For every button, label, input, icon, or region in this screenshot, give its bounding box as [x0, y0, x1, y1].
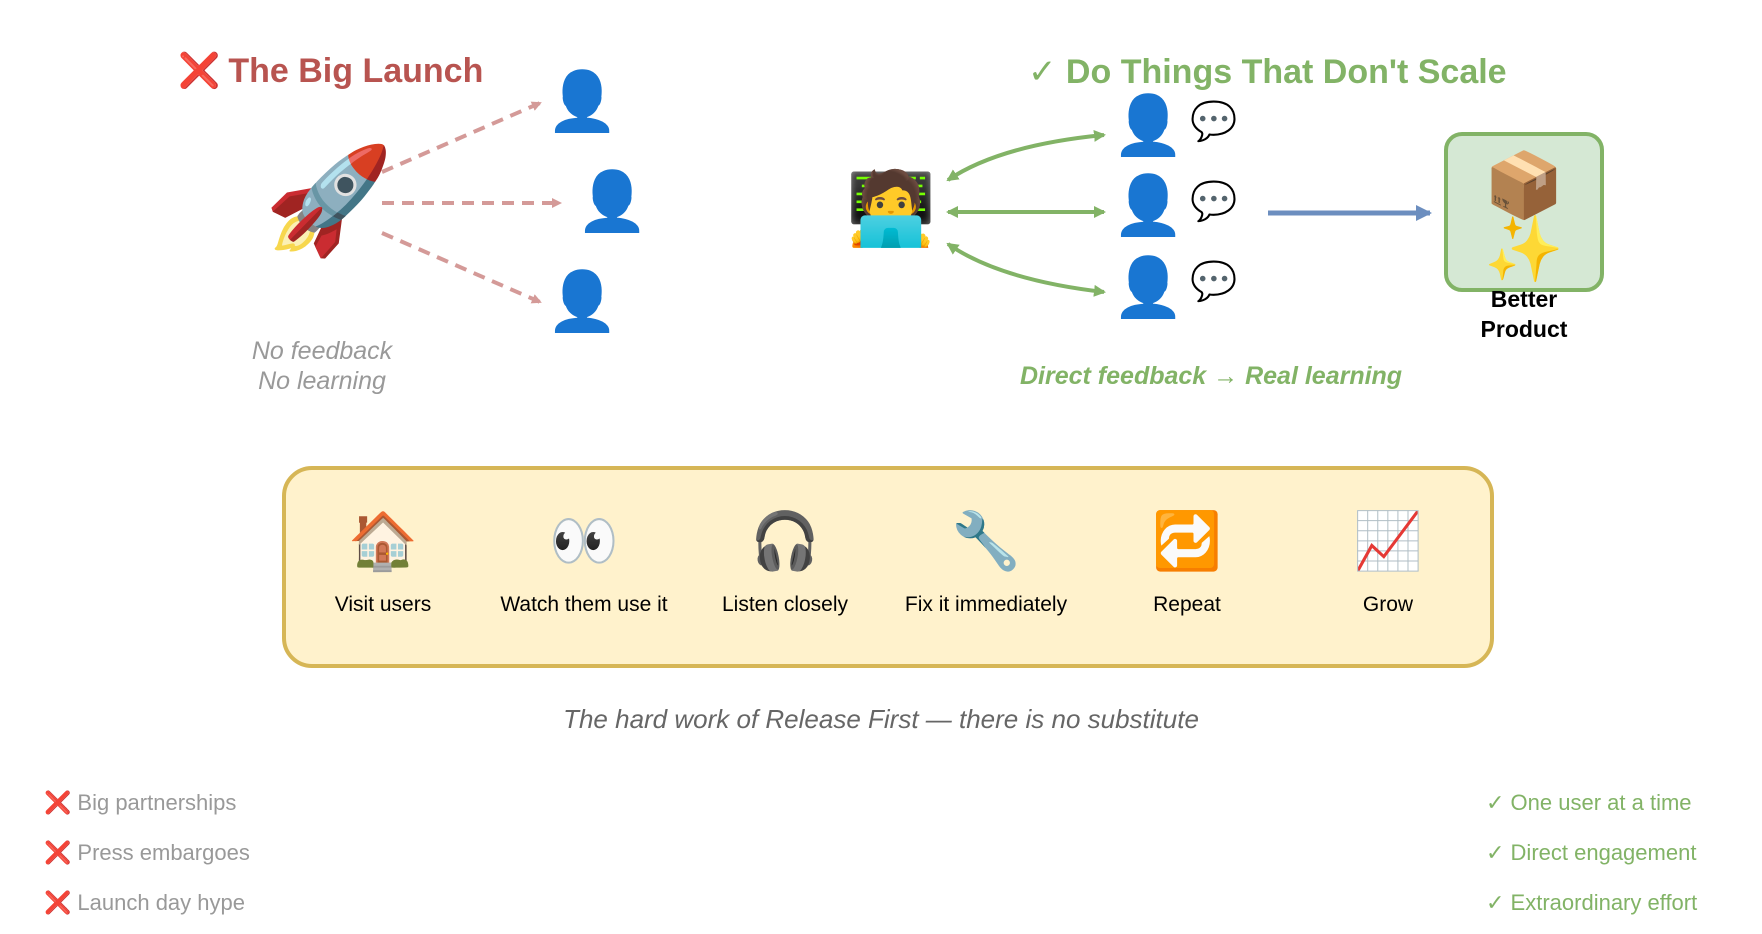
launch-arrow-top: [381, 101, 542, 174]
rocket-icon: 🚀: [264, 139, 394, 261]
process-step-label: Listen closely: [721, 593, 849, 616]
big-launch-title: ❌The Big Launch: [178, 52, 483, 91]
process-step-icon: 🔧: [951, 509, 1021, 574]
process-step: 📈Grow: [1303, 514, 1473, 632]
process-step-label: Grow: [1362, 593, 1414, 616]
better-product-label-line2: Product: [1480, 316, 1568, 342]
user-icon: 👤: [546, 67, 619, 135]
package-sparkles-icon: 📦✨: [1484, 149, 1564, 287]
process-step-label: Visit users: [334, 593, 432, 616]
big-launch-title-text: The Big Launch: [228, 52, 484, 90]
bad-list-item: ❌Press embargoes: [44, 840, 250, 866]
user-icon: 👤: [576, 167, 649, 235]
do-things-title: ✓ Do Things That Don't Scale: [1028, 53, 1507, 91]
tagline: The hard work of Release First — there i…: [563, 704, 1199, 734]
process-step: 🔧Fix it immediately: [901, 514, 1071, 632]
process-step-label: Watch them use it: [500, 593, 668, 616]
bad-list-item-text: Press embargoes: [77, 840, 250, 865]
launch-caption: No feedback No learning: [222, 336, 422, 396]
process-step-icon: 🏠: [348, 509, 418, 574]
bad-list-item: ❌Big partnerships: [44, 790, 236, 816]
user-icon: 👤: [1112, 91, 1185, 159]
speech-bubble-icon: 💬: [1190, 99, 1238, 143]
user-icon: 👤: [1112, 253, 1185, 321]
process-step-icon: 🔁: [1152, 509, 1222, 574]
founder-laptop-icon: 🧑‍💻: [846, 166, 936, 250]
process-step-label: Fix it immediately: [904, 593, 1068, 616]
user-icon: 👤: [546, 267, 619, 335]
process-step: 🎧Listen closely: [700, 514, 870, 632]
process-step-label: Repeat: [1153, 593, 1221, 616]
bad-list-item-text: Big partnerships: [77, 790, 237, 815]
cross-icon: ❌: [44, 891, 72, 916]
good-list-item: ✓ Direct engagement: [1486, 840, 1697, 865]
better-product-label-line1: Better: [1490, 286, 1558, 312]
user-icon: 👤: [1112, 171, 1185, 239]
bad-list-item: ❌Launch day hype: [44, 890, 245, 916]
good-list-item: ✓ Extraordinary effort: [1486, 890, 1698, 915]
speech-bubble-icon: 💬: [1190, 259, 1238, 303]
better-product-box: 📦✨ Better Product: [1444, 132, 1604, 342]
process-step-icon: 📈: [1353, 509, 1423, 574]
process-step-icon: 👀: [549, 509, 619, 574]
process-step: 🏠Visit users: [298, 514, 468, 632]
cross-icon: ❌: [44, 841, 72, 866]
bad-list-item-text: Launch day hype: [77, 890, 245, 915]
feedback-arrow-bottom: [946, 242, 1106, 297]
process-step: 👀Watch them use it: [499, 514, 669, 632]
speech-bubble-icon: 💬: [1190, 179, 1238, 223]
feedback-arrow-top: [946, 129, 1106, 182]
good-list-item: ✓ One user at a time: [1486, 790, 1692, 815]
process-box: [282, 466, 1494, 668]
launch-arrow-bottom: [381, 231, 542, 304]
cross-icon: ❌: [44, 791, 72, 816]
launch-caption-line1: No feedback: [251, 337, 393, 365]
launch-caption-line2: No learning: [258, 367, 386, 395]
feedback-caption: Direct feedback → Real learning: [1020, 362, 1403, 390]
process-step-icon: 🎧: [750, 509, 820, 574]
process-step: 🔁Repeat: [1102, 514, 1272, 632]
cross-icon: ❌: [178, 51, 221, 91]
